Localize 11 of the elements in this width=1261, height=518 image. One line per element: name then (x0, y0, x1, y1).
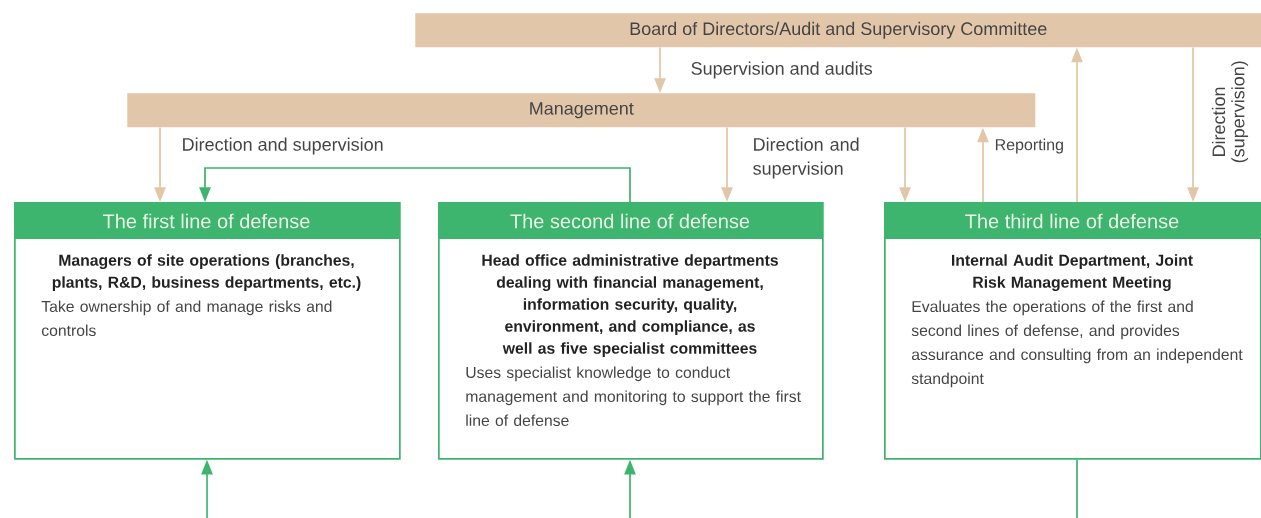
edge-label: Direction and supervision (753, 137, 859, 179)
edge-label: Direction and supervision (183, 137, 383, 155)
heading-band: Board of Directors/Audit and Supervisory Committee (415, 13, 1261, 48)
defense-box: The third line of defense Internal Audit Department, Joint Risk Management Meeting Evaluates the operations of the first and second lines of defense, and provides assurance and consulting from an independent standpoint (884, 202, 1261, 460)
defense-box: The second line of defense Head office administrative departments dealing with financial management, information security, quality, environment, and compliance, as well as five specialist committees Uses specialist knowledge to conduct management and monitoring to support the first line of defense (438, 202, 824, 460)
edge-label: Reporting (995, 138, 1063, 154)
edge-label: Direction (supervision) (1211, 61, 1249, 163)
heading-band: Management (127, 93, 1036, 128)
defense-box: The first line of defense Managers of site operations (branches, plants, R&D, business departments, etc.) Take ownership of and manage risks and controls (14, 202, 401, 460)
arrow (199, 167, 631, 203)
edge-label: Supervision and audits (691, 61, 872, 79)
